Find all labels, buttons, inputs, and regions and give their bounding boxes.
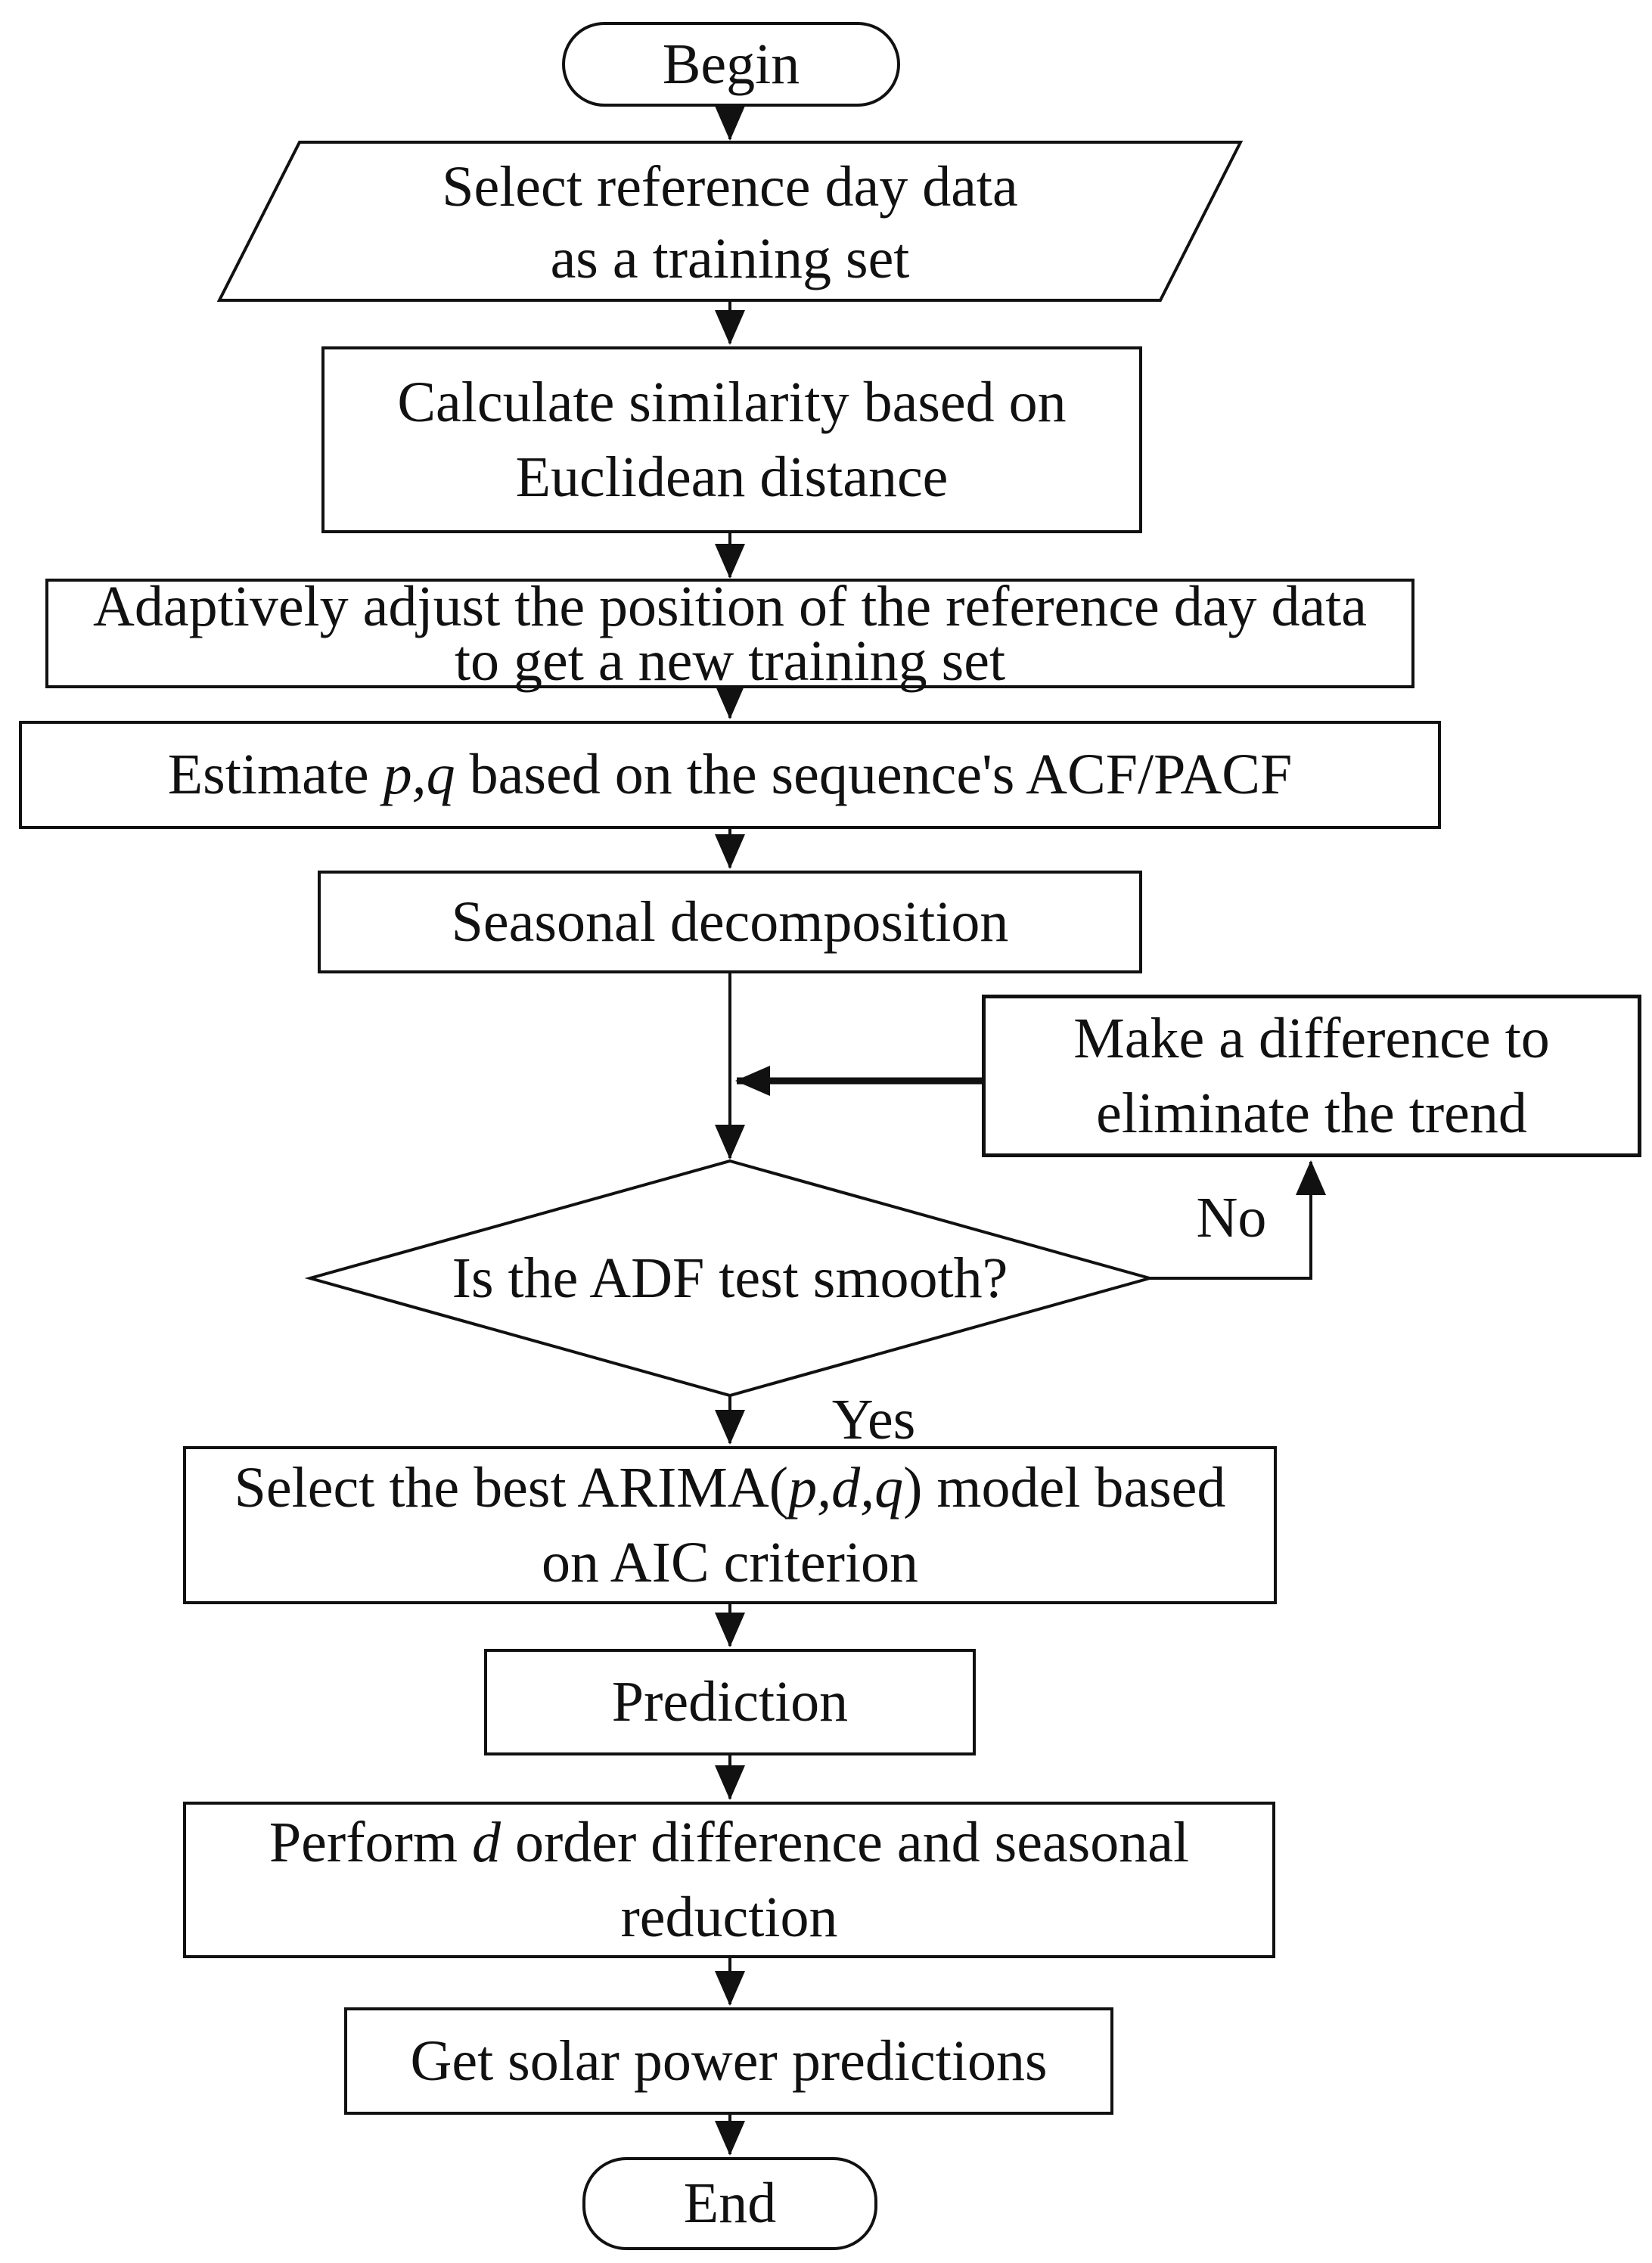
node-calculate-similarity-line1: Calculate similarity based on xyxy=(397,370,1067,434)
node-estimate-pq-label: Estimate p,q based on the sequence's ACF… xyxy=(167,743,1293,807)
edge-label-no: No xyxy=(1156,1184,1307,1252)
node-select-reference-day-line2: as a training set xyxy=(550,227,910,290)
node-select-arima-line2: on AIC criterion xyxy=(541,1530,919,1594)
node-make-difference-line1: Make a difference to xyxy=(1073,1006,1550,1070)
edge-label-yes: Yes xyxy=(787,1386,961,1454)
node-begin: Begin xyxy=(562,22,900,107)
node-prediction-label: Prediction xyxy=(611,1670,849,1734)
node-make-difference: Make a difference to eliminate the trend xyxy=(982,995,1641,1157)
node-calculate-similarity-line2: Euclidean distance xyxy=(515,445,949,509)
node-adaptively-adjust-line1: Adaptively adjust the position of the re… xyxy=(92,574,1368,638)
node-adaptively-adjust-line2: to get a new training set xyxy=(454,629,1006,693)
node-make-difference-line2: eliminate the trend xyxy=(1096,1081,1527,1145)
node-perform-difference: Perform d order difference and seasonal … xyxy=(183,1802,1275,1958)
arrow-no-to-difference xyxy=(1150,1160,1326,1280)
input-parallelogram-shape xyxy=(216,141,1244,302)
edge-label-yes-text: Yes xyxy=(831,1387,916,1451)
node-end: End xyxy=(582,2157,877,2250)
node-adf-decision-label: Is the ADF test smooth? xyxy=(452,1246,1008,1310)
node-get-predictions: Get solar power predictions xyxy=(344,2007,1113,2115)
node-end-label: End xyxy=(683,2171,777,2236)
node-select-reference-day: Select reference day data as a training … xyxy=(257,146,1203,300)
node-select-arima: Select the best ARIMA(p,d,q) model based… xyxy=(183,1446,1277,1604)
node-select-arima-line1: Select the best ARIMA(p,d,q) model based xyxy=(234,1455,1226,1520)
node-calculate-similarity: Calculate similarity based on Euclidean … xyxy=(321,346,1142,533)
node-seasonal-decomposition-label: Seasonal decomposition xyxy=(451,889,1009,954)
node-estimate-pq: Estimate p,q based on the sequence's ACF… xyxy=(19,721,1441,829)
edge-label-no-text: No xyxy=(1196,1185,1267,1249)
node-get-predictions-label: Get solar power predictions xyxy=(410,2029,1048,2093)
node-prediction: Prediction xyxy=(484,1649,976,1755)
node-perform-difference-line2: reduction xyxy=(620,1885,838,1949)
node-adaptively-adjust: Adaptively adjust the position of the re… xyxy=(45,574,1414,693)
node-adf-decision: Is the ADF test smooth? xyxy=(352,1240,1108,1316)
node-seasonal-decomposition: Seasonal decomposition xyxy=(318,871,1142,973)
node-begin-label: Begin xyxy=(662,32,800,96)
node-perform-difference-line1: Perform d order difference and seasonal xyxy=(269,1810,1190,1874)
node-select-reference-day-line1: Select reference day data xyxy=(442,155,1018,219)
